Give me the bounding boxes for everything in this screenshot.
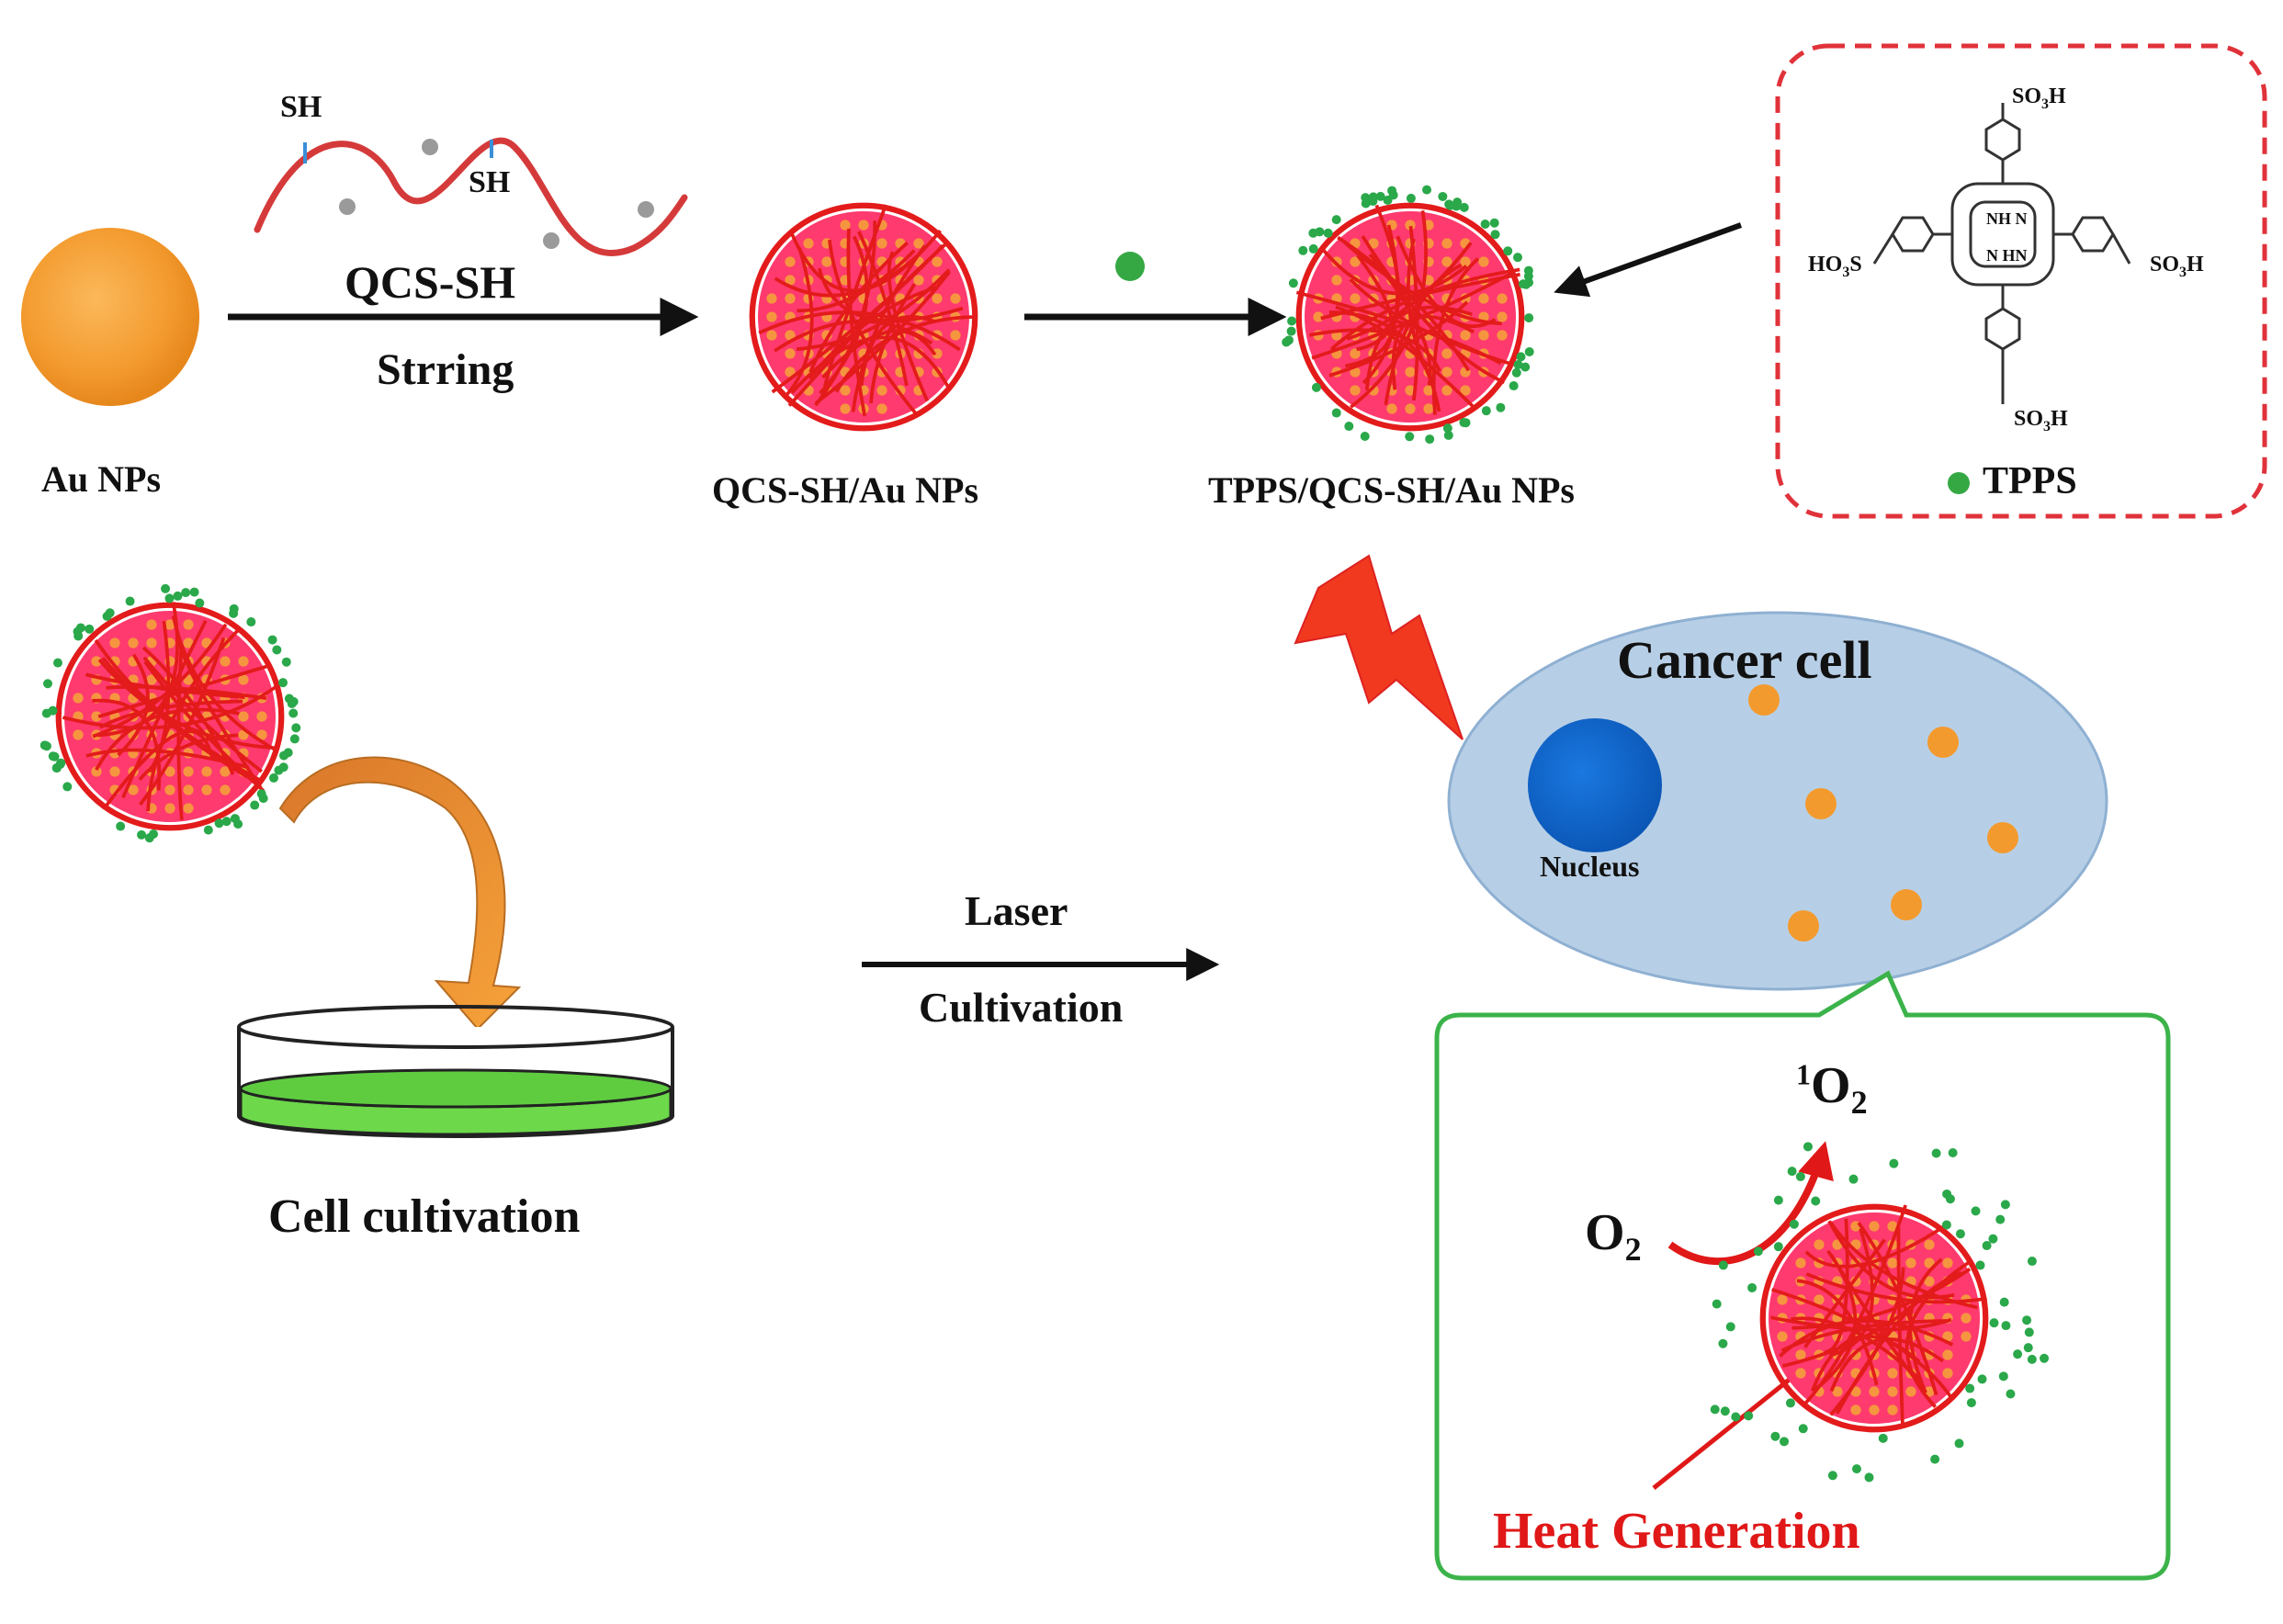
pyrrole-nh-lower: N HN: [1986, 246, 2028, 265]
tpps-chemical-structure: [1872, 103, 2131, 404]
sulfonate-top: SO3H: [2012, 85, 2066, 112]
polymer-bead: [543, 232, 559, 249]
phenyl-ring-right: [2071, 216, 2115, 253]
porphyrin-inner-ring: [1969, 200, 2037, 268]
singlet-oxygen-superscript: 1: [1796, 1057, 1811, 1091]
orange-transfer-arrow: [278, 756, 522, 1031]
thiol-label: SH: [280, 90, 322, 124]
tpps-molecule-dot: [1115, 252, 1145, 281]
gold-nanoparticle: [1805, 788, 1837, 819]
tpps-qcs-au-label: TPPS/QCS-SH/Au NPs: [1208, 469, 1575, 511]
coated-nanoparticle: [1710, 1142, 2050, 1483]
tpps-structure-box: [1775, 43, 2267, 519]
au-nanoparticle: [21, 228, 199, 406]
phenyl-ring-left: [1891, 216, 1935, 253]
cancer-cell: [1447, 611, 2108, 991]
qcs-au-label: QCS-SH/Au NPs: [712, 469, 979, 511]
coated-nanoparticle: [40, 583, 301, 843]
phenyl-ring-bottom: [1984, 307, 2021, 351]
condition-label: Strring: [377, 345, 514, 394]
au-nps-label: Au NPs: [41, 458, 162, 500]
heat-arrow: [1652, 1356, 1818, 1490]
sulfonate-right: SO3H: [2150, 253, 2204, 280]
reagent-label: QCS-SH: [345, 256, 516, 308]
sulfonate-left: HO3S: [1808, 253, 1862, 280]
oxygen-label: O2: [1585, 1204, 1642, 1269]
sulfonate-bottom: SO3H: [2014, 407, 2068, 434]
singlet-oxygen-label: 1O2: [1796, 1057, 1868, 1122]
phenyl-ring-top: [1984, 118, 2021, 162]
gold-nanoparticle: [1748, 684, 1780, 716]
qcs-sh-polymer-chain: [254, 137, 688, 257]
porphyrin-ring: [1950, 182, 2055, 287]
cultivation-label: Cultivation: [919, 984, 1124, 1031]
gold-nanoparticle: [1987, 822, 2018, 853]
laser-lightning-icon: [1294, 554, 1464, 740]
petri-dish: [237, 1005, 674, 1138]
arrow-tpps-structure: [1554, 222, 1743, 298]
polymer-bead: [638, 201, 654, 218]
laser-label: Laser: [965, 887, 1068, 934]
gold-nanoparticle: [1891, 889, 1922, 920]
tpps-legend-label: TPPS: [1983, 460, 2077, 502]
cancer-cell-label: Cancer cell: [1617, 630, 1872, 690]
polymer-bead: [339, 198, 356, 215]
polymer-bead: [422, 139, 438, 155]
coated-nanoparticle: [749, 202, 978, 432]
cell-nucleus: [1528, 718, 1662, 852]
gold-nanoparticle: [1927, 727, 1959, 758]
gold-nanoparticle: [1788, 910, 1819, 942]
pyrrole-nh-upper: NH N: [1986, 209, 2028, 228]
thiol-label: SH: [469, 165, 511, 199]
tpps-legend-dot: [1948, 472, 1970, 494]
nucleus-label: Nucleus: [1540, 850, 1640, 883]
cell-cultivation-label: Cell cultivation: [268, 1190, 581, 1243]
heat-generation-label: Heat Generation: [1493, 1503, 1860, 1560]
coated-nanoparticle: [1282, 185, 1534, 445]
